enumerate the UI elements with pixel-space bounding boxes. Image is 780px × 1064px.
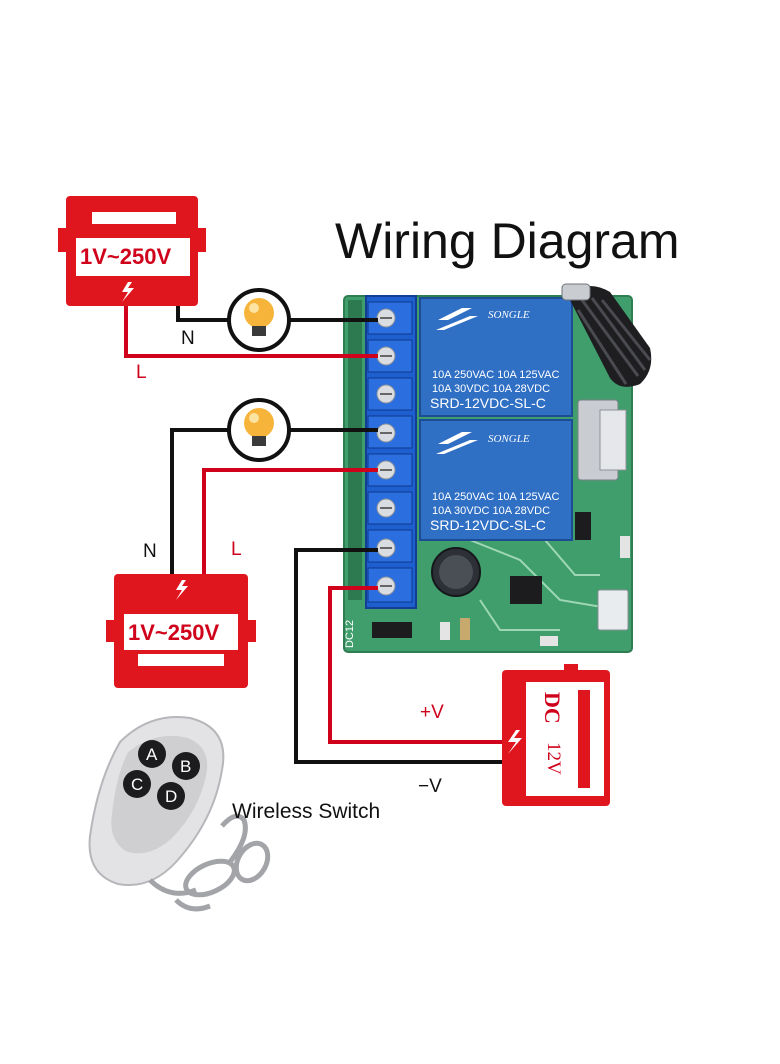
lightning-icon [176,580,188,600]
relay-1-model: SRD-12VDC-SL-C [430,395,546,411]
dc-supply-panel [526,682,604,796]
ac-supply-top-panel [76,238,190,276]
receiver-module [599,409,627,471]
wire-live-bottom [202,468,378,574]
terminal-screw-6 [367,491,413,525]
dc-supply-type: DC [540,692,565,724]
relay-2-ratings-1: 10A 250VAC 10A 125VAC [432,491,559,503]
relay-2-brand: SONGLE [488,433,530,445]
ic-chip [510,576,542,604]
transistor [575,512,591,540]
terminal-screw-8 [367,567,413,603]
svg-text:C: C [131,775,143,794]
svg-text:B: B [180,757,191,776]
relay-1: SONGLE 10A 250VAC 10A 125VAC 10A 30VDC 1… [419,297,573,417]
ac-supply-bottom-panel [124,614,238,650]
ac-supply-top-slot [92,212,176,224]
dc-supply-voltage: 12V [543,742,564,775]
label-l-top: L [136,362,147,383]
keychain-ring-icon [148,813,271,912]
dc-supply-slot [578,690,590,788]
smd-diode [460,618,470,640]
led [540,636,558,646]
light-bulb-icon [227,288,291,352]
wireless-switch-caption: Wireless Switch [232,800,380,823]
remote-control: A B C D [88,716,271,912]
ac-supply-bottom-voltage: 1V~250V [128,620,219,645]
board-label: DC12 [344,620,356,648]
label-n-top: N [181,328,195,349]
terminal-screws [367,301,413,603]
light-bulb-icon [227,398,291,462]
ac-supply-bottom-slot [138,654,224,666]
relay-logo-icon [436,432,478,454]
wires [124,306,502,764]
ac-supply-top-voltage: 1V~250V [80,244,171,269]
ac-supply-top: 1V~250V [58,196,206,306]
diagram-title: Wiring Diagram [335,213,680,269]
lightning-icon [508,730,522,754]
svg-text:A: A [146,745,158,764]
relay-2: SONGLE 10A 250VAC 10A 125VAC 10A 30VDC 1… [419,419,573,541]
relay-2-ratings-2: 10A 30VDC 10A 28VDC [432,505,550,517]
capacitor-top [439,555,473,589]
relay-logo-icon [436,308,478,330]
wire-neutral-top [176,306,228,322]
dc-supply: DC 12V [502,664,610,806]
label-negative: −V [418,776,442,797]
label-n-bottom: N [143,541,157,562]
tactile-button [597,589,629,631]
lightning-icon [122,282,134,302]
terminal-screw-4 [367,415,413,449]
relay-1-ratings-1: 10A 250VAC 10A 125VAC [432,369,559,381]
diode [372,622,412,638]
remote-button-a[interactable]: A [138,740,166,768]
wire-dc-positive [328,586,502,744]
wire-live-top [124,306,378,358]
resistor [440,622,450,640]
wire-dc-negative [294,548,502,764]
label-positive: +V [420,702,444,723]
terminal-screw-3 [367,377,413,411]
pcb-edge-strip [348,300,362,600]
ac-supply-bottom: 1V~250V [106,574,256,688]
relay-module: DC12 SONGLE 10A 250VAC 10A 125VAC 10A 30… [343,283,652,653]
relay-2-model: SRD-12VDC-SL-C [430,517,546,533]
remote-button-c[interactable]: C [123,770,151,798]
smd-part [620,536,630,558]
terminal-screw-7 [367,529,413,563]
svg-text:D: D [165,787,177,806]
relay-2-body [419,419,573,541]
remote-button-b[interactable]: B [172,752,200,780]
wire-neutral-bottom [170,428,228,574]
relay-1-brand: SONGLE [488,309,530,321]
relay-1-ratings-2: 10A 30VDC 10A 28VDC [432,383,550,395]
remote-button-d[interactable]: D [157,782,185,810]
antenna-icon [561,283,652,387]
label-l-bottom: L [231,539,242,560]
